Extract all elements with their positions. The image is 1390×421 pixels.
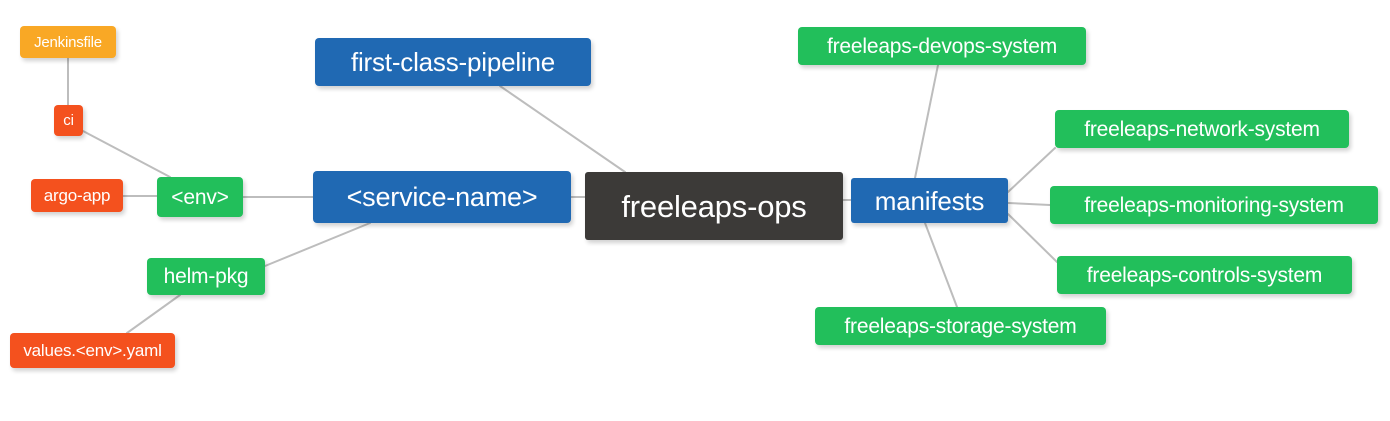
- node-freeleaps-devops-system[interactable]: freeleaps-devops-system: [798, 27, 1086, 65]
- edge-helm-pkg-to-service-name: [264, 222, 371, 267]
- node-label: freeleaps-network-system: [1084, 117, 1320, 141]
- edge-ci-to-env: [82, 130, 171, 178]
- node-label: Jenkinsfile: [34, 33, 102, 51]
- node-helm-pkg[interactable]: helm-pkg: [147, 258, 265, 295]
- edge-freeleaps-monitoring-system-to-manifests: [1007, 202, 1051, 206]
- node-label: <service-name>: [346, 181, 538, 212]
- node-label: helm-pkg: [163, 265, 249, 288]
- node-values-env-yaml[interactable]: values.<env>.yaml: [10, 333, 175, 368]
- node-freeleaps-ops[interactable]: freeleaps-ops: [585, 172, 843, 240]
- node-label: ci: [63, 112, 74, 129]
- edge-freeleaps-network-system-to-manifests: [1007, 147, 1056, 193]
- node-service-name[interactable]: <service-name>: [313, 171, 571, 223]
- node-label: freeleaps-monitoring-system: [1084, 193, 1344, 217]
- node-argo-app[interactable]: argo-app: [31, 179, 123, 212]
- node-label: argo-app: [43, 186, 111, 205]
- edge-freeleaps-devops-system-to-manifests: [914, 64, 939, 179]
- node-env[interactable]: <env>: [157, 177, 243, 217]
- node-freeleaps-controls-system[interactable]: freeleaps-controls-system: [1057, 256, 1352, 294]
- node-label: freeleaps-ops: [621, 188, 807, 224]
- edge-values-env-yaml-to-helm-pkg: [126, 294, 181, 334]
- node-ci[interactable]: ci: [54, 105, 83, 136]
- node-label: freeleaps-storage-system: [844, 314, 1077, 338]
- node-first-class-pipeline[interactable]: first-class-pipeline: [315, 38, 591, 86]
- node-label: first-class-pipeline: [350, 47, 556, 77]
- node-label: freeleaps-controls-system: [1086, 263, 1323, 287]
- node-label: manifests: [874, 185, 985, 216]
- edge-first-class-pipeline-to-freeleaps-ops: [499, 85, 626, 173]
- node-label: <env>: [171, 185, 229, 209]
- node-manifests[interactable]: manifests: [851, 178, 1008, 223]
- node-label: values.<env>.yaml: [23, 341, 162, 360]
- edge-freeleaps-storage-system-to-manifests: [924, 222, 958, 308]
- node-jenkinsfile[interactable]: Jenkinsfile: [20, 26, 116, 58]
- node-label: freeleaps-devops-system: [827, 34, 1057, 58]
- node-freeleaps-storage-system[interactable]: freeleaps-storage-system: [815, 307, 1106, 345]
- node-freeleaps-network-system[interactable]: freeleaps-network-system: [1055, 110, 1349, 148]
- node-freeleaps-monitoring-system[interactable]: freeleaps-monitoring-system: [1050, 186, 1378, 224]
